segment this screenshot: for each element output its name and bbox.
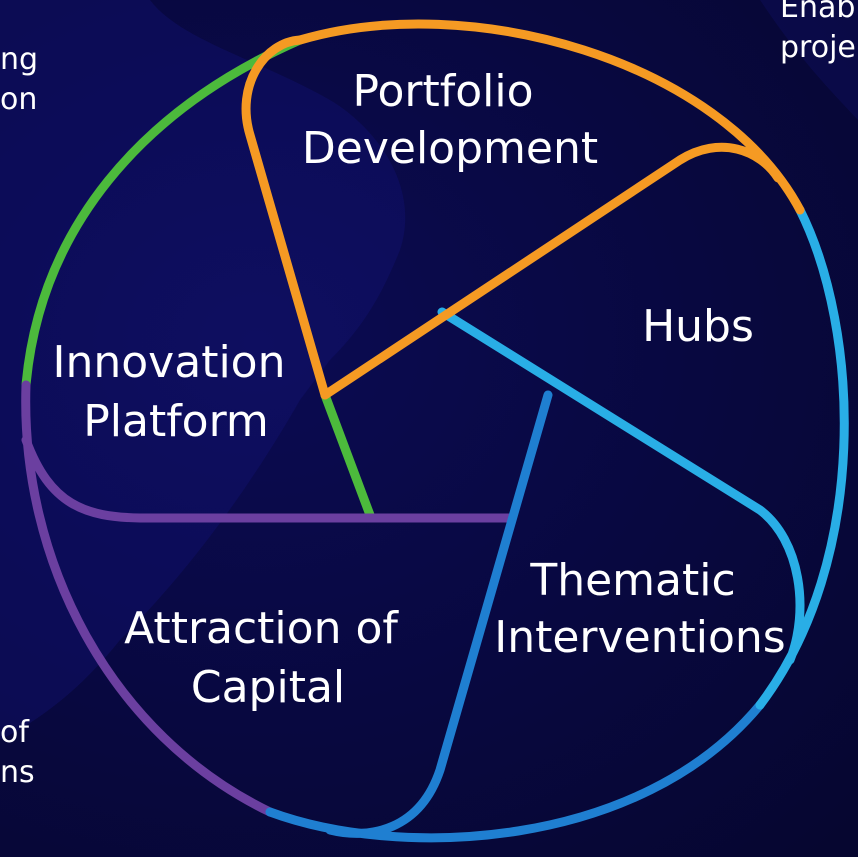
label-line: Development (302, 123, 598, 174)
segment-hubs-label: Hubs (642, 301, 754, 352)
segment-attraction-of-capital-label: Attraction of Capital (124, 603, 412, 713)
label-line: Hubs (642, 301, 754, 352)
label-line: Thematic (529, 555, 735, 606)
edge-text-line: ns (0, 755, 35, 790)
segment-attraction-of-capital-border (21, 380, 515, 817)
edge-text-top-right: Enab proje (780, 0, 856, 68)
edge-text-line: ng (0, 42, 39, 77)
segment-hubs: Hubs (437, 205, 849, 710)
label-line: Platform (83, 396, 269, 447)
edge-text-line: Enab (780, 0, 856, 25)
edge-text-bottom-left: of ns (0, 713, 35, 793)
edge-text-top-left: ng on (0, 40, 38, 120)
edge-text-line: on (0, 82, 38, 117)
label-line: Portfolio (352, 66, 533, 117)
segment-attraction-of-capital: Attraction of Capital (21, 380, 515, 817)
segment-thematic-interventions-border (265, 390, 765, 843)
segment-innovation-platform-label: Innovation Platform (53, 337, 300, 447)
land-mass-top-right (760, 0, 858, 120)
segment-thematic-interventions-label: Thematic Interventions (494, 555, 785, 663)
edge-text-line: proje (780, 30, 856, 65)
segment-hubs-border (437, 205, 849, 710)
segment-portfolio-development: Portfolio Development (241, 19, 805, 400)
segment-innovation-platform-border (21, 35, 375, 520)
edge-text-line: of (0, 715, 29, 750)
label-line: Capital (191, 662, 345, 713)
segment-thematic-interventions: Thematic Interventions (265, 390, 786, 843)
segment-portfolio-development-label: Portfolio Development (302, 66, 598, 174)
segment-innovation-platform: Innovation Platform (21, 35, 375, 520)
segment-portfolio-development-border (241, 19, 805, 400)
label-line: Innovation (53, 337, 286, 388)
label-line: Interventions (494, 612, 785, 663)
label-line: Attraction of (124, 603, 399, 654)
